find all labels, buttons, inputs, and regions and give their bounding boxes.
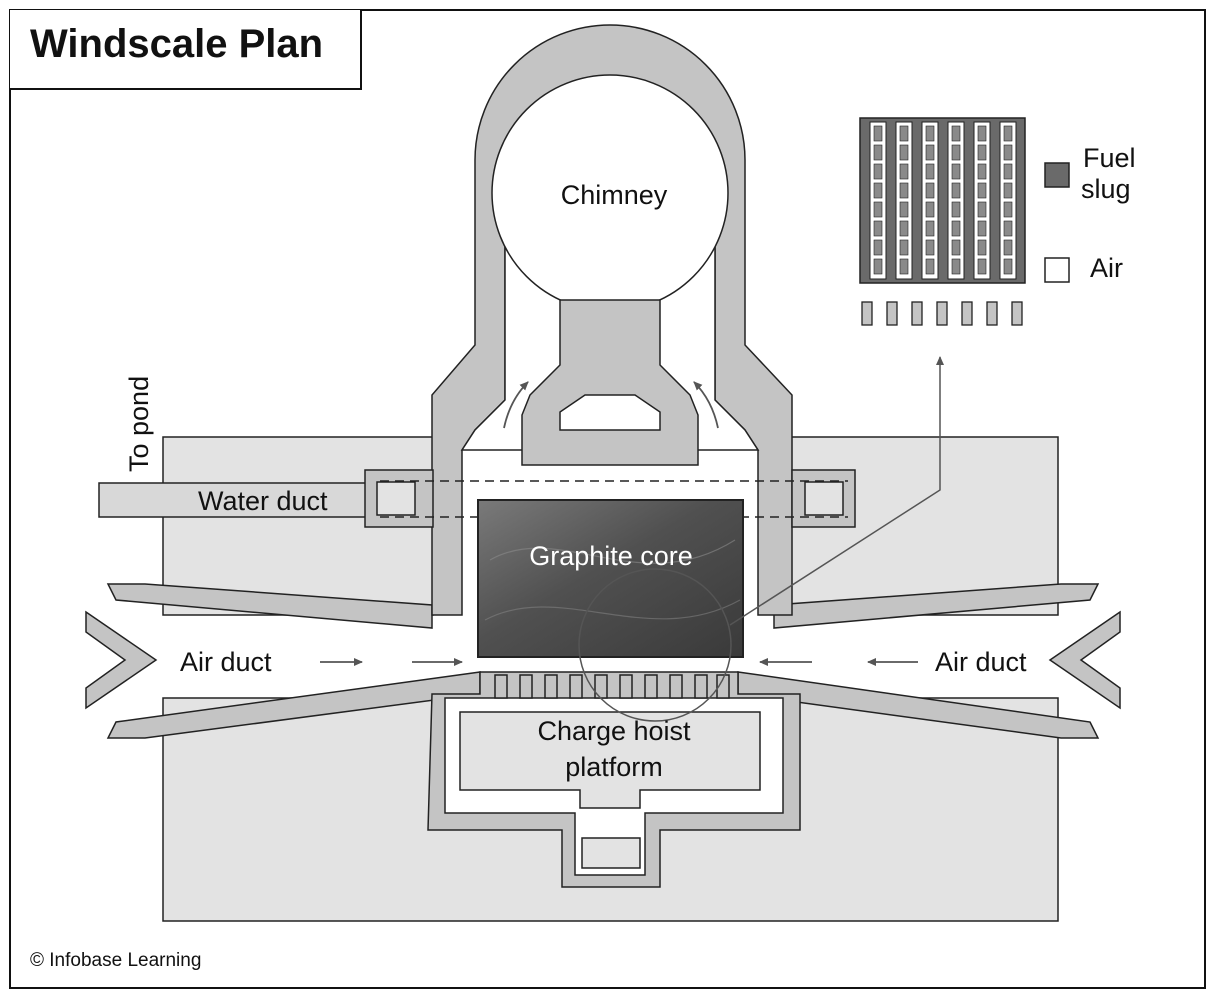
graphite-core-texture-2 [484,599,741,621]
core-channel-slots [494,674,730,699]
charge-hoist-platform [459,711,761,809]
legend-fuel-slug-label-line1: Fuel [1083,143,1136,173]
hoist-pit [581,837,641,869]
chimney-label: Chimney [561,180,668,210]
outer-frame [9,9,1206,989]
core-slot-4 [569,674,583,699]
core-slot-8 [669,674,683,699]
core-slot-3 [544,674,558,699]
core-slot-6 [619,674,633,699]
legend-air-swatch [1044,257,1070,283]
air-duct-intake-left [85,610,158,710]
page-title: Windscale Plan [30,22,324,66]
air-duct-left-label: Air duct [180,647,272,677]
water-duct-box-left-inner [376,481,416,516]
air-duct-wall-left-upper [106,583,433,629]
title-box [10,10,362,90]
air-flow-arrow-chimney-right [693,381,719,429]
fuel-detail-slots [861,301,1023,326]
water-duct-pipe [98,482,372,518]
legend-fuel-slug-label-line2: slug [1081,174,1131,204]
charge-hoist-label-line2: platform [565,752,663,782]
core-slot-2 [519,674,533,699]
air-duct-wall-right-lower [737,671,1100,739]
graphite-core-texture [489,539,736,564]
core-slot-1 [494,674,508,699]
copyright-notice: © Infobase Learning [30,950,202,971]
fuel-channel-detail [859,117,1026,326]
graphite-core-label: Graphite core [529,541,693,571]
legend-fuel-slug-swatch [1044,162,1070,188]
air-duct-intake-right [1048,610,1121,710]
air-duct-wall-right-upper [773,583,1100,629]
to-pond-label: To pond [124,376,154,472]
graphite-core [477,499,744,658]
air-flow-arrow-chimney-left [503,381,529,429]
detail-leader-line [729,356,944,626]
fuel-slugs [873,125,1013,275]
legend-air-label: Air [1090,253,1123,283]
core-slot-10 [716,674,730,699]
core-slot-9 [694,674,708,699]
water-duct-box-right-inner [804,481,844,516]
water-duct-label: Water duct [198,486,328,516]
air-duct-right-label: Air duct [935,647,1027,677]
core-slot-7 [644,674,658,699]
air-duct-wall-left-lower [106,671,481,739]
detail-magnifier-circle [578,568,732,722]
chimney-stack-cap [559,394,661,431]
fuel-detail-block [859,117,1026,284]
charge-hoist-label-line1: Charge hoist [537,716,691,746]
